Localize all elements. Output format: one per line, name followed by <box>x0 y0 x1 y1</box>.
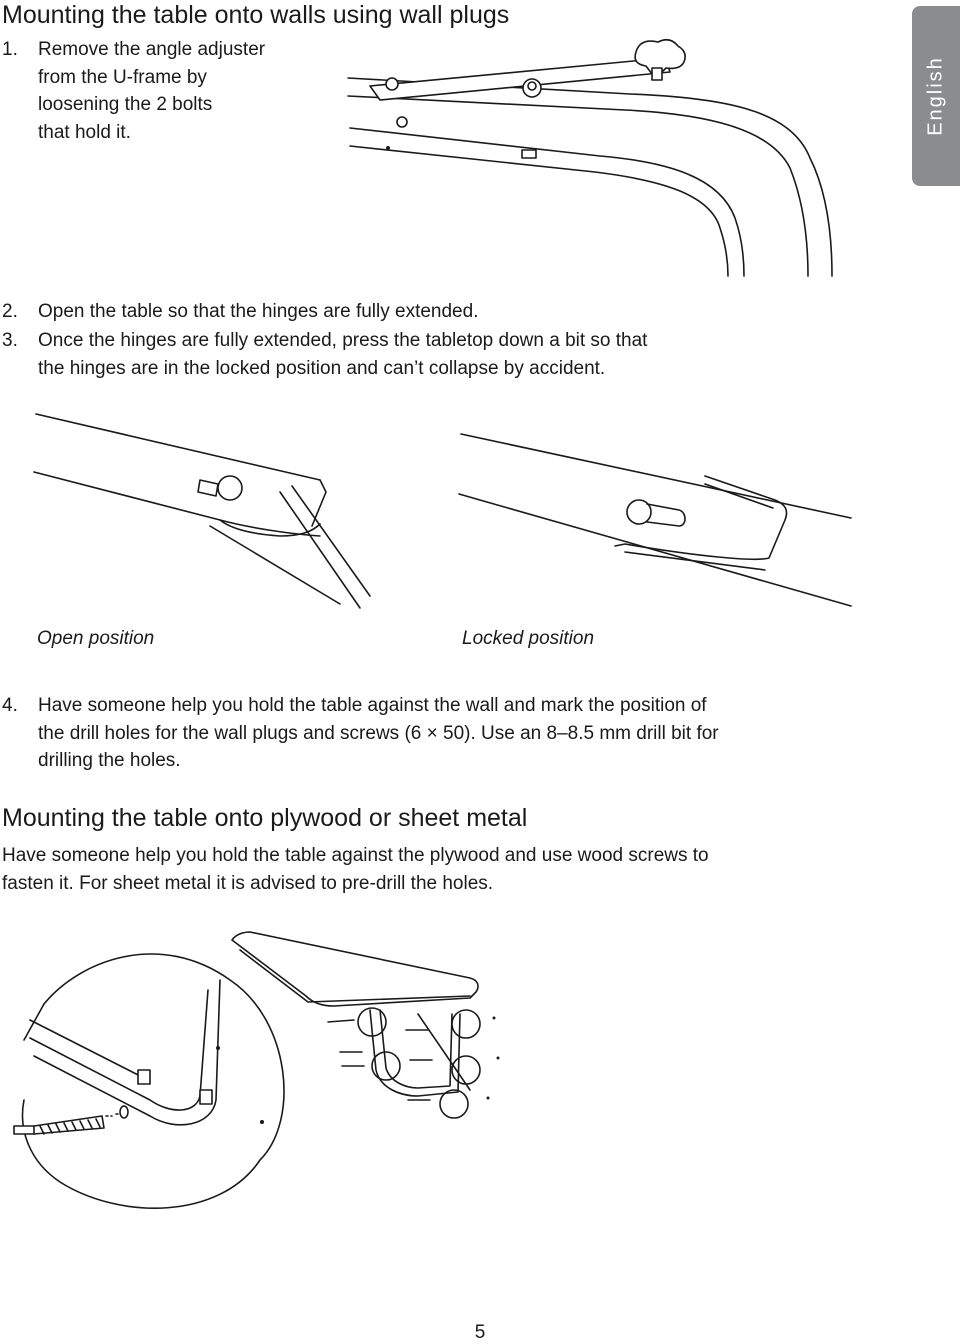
language-tab-label: English <box>924 56 947 136</box>
hinge-locked-position-illustration <box>458 433 852 607</box>
step-text-line: the hinges are in the locked position an… <box>38 357 606 379</box>
plywood-paragraph: Have someone help you hold the table aga… <box>2 842 902 897</box>
step-text-line: from the U-frame by <box>38 66 207 88</box>
step-number: 4. <box>2 695 18 716</box>
caption-locked-position: Locked position <box>462 628 595 649</box>
step-number: 3. <box>2 330 18 351</box>
language-tab: English <box>912 6 960 186</box>
step-text-line: loosening the 2 bolts <box>38 94 213 115</box>
page-number: 5 <box>474 1322 486 1343</box>
caption-open-position: Open position <box>37 628 155 649</box>
step-number: 2. <box>2 301 18 322</box>
hinge-open-position-illustration <box>33 413 371 609</box>
step-text-line: Once the hinges are fully extended, pres… <box>38 330 648 351</box>
table-mounting-screws-illustration <box>13 931 500 1210</box>
step-text-line: Remove the angle adjuster <box>38 39 266 60</box>
step-text-line: Open the table so that the hinges are fu… <box>38 301 479 322</box>
section-heading-wall-plugs: Mounting the table onto walls using wall… <box>2 1 510 29</box>
step-text-line: Have someone help you hold the table aga… <box>38 695 707 716</box>
section-heading-plywood: Mounting the table onto plywood or sheet… <box>2 804 528 832</box>
step-text-line: drilling the holes. <box>38 750 181 771</box>
paragraph-line: Have someone help you hold the table aga… <box>2 845 709 866</box>
step-number: 1. <box>2 39 18 60</box>
step-text-line: that hold it. <box>38 121 131 143</box>
step-text-line: the drill holes for the wall plugs and s… <box>38 722 719 744</box>
paragraph-line: fasten it. For sheet metal it is advised… <box>2 872 494 894</box>
u-frame-angle-adjuster-illustration <box>347 38 833 277</box>
